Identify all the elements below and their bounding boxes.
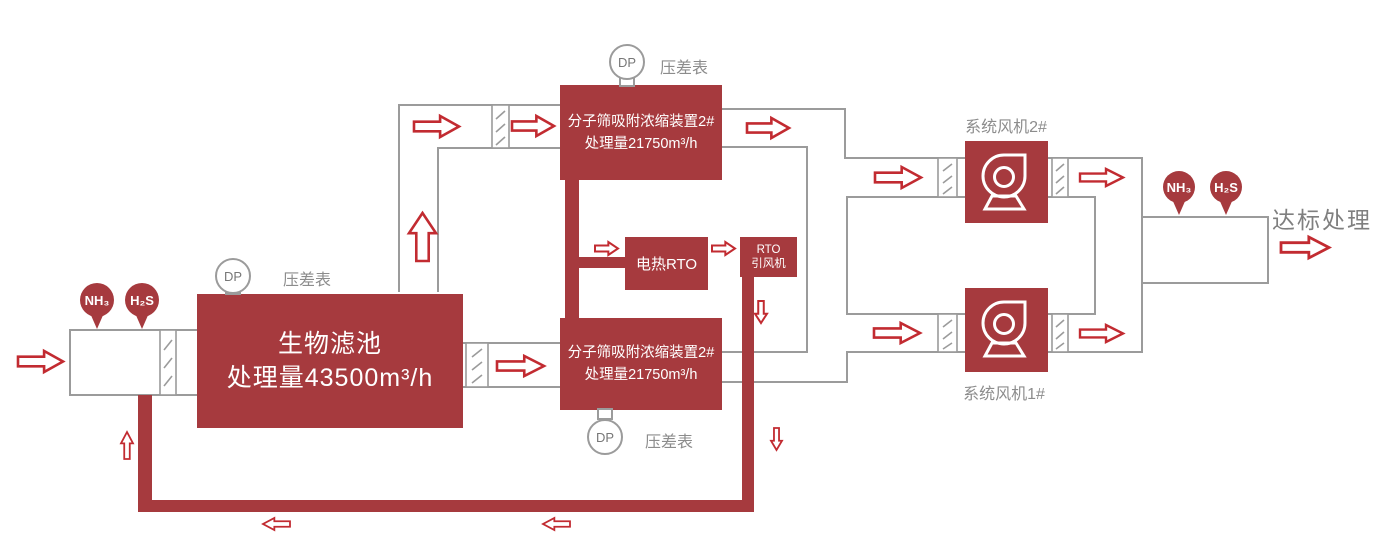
desorption-pipes <box>138 180 754 512</box>
duct-outlines <box>69 104 1269 396</box>
pipe-left-up <box>138 395 152 502</box>
equipment-boxes <box>197 85 1048 428</box>
arrow-final-outlet <box>1279 234 1333 261</box>
inlet-duct <box>69 329 197 396</box>
arrow-device-top-out <box>745 115 792 141</box>
fan-icon <box>981 153 1027 211</box>
rto-heater-box <box>625 237 708 290</box>
device-top-box <box>560 85 722 180</box>
arrow-fan1-in <box>872 320 923 346</box>
pin-outlet-h2s <box>1210 171 1242 215</box>
arrow-rto-to-fan <box>711 240 737 257</box>
arrow-riser-top-1 <box>412 113 462 140</box>
filter-biofilter-out <box>465 342 489 388</box>
dp-gauges <box>215 44 645 455</box>
arrow-fan2-out <box>1078 167 1126 188</box>
arrow-biofilter-out <box>495 353 547 379</box>
arrow-fan1-out <box>1078 323 1126 344</box>
fan2-box <box>965 141 1048 223</box>
arrow-riser-up <box>406 210 439 263</box>
sample-pins <box>80 171 1242 329</box>
dp-gauge-biofilter <box>215 258 251 295</box>
filter-fan2-out <box>1051 157 1069 198</box>
filter-inlet <box>159 329 177 396</box>
filter-riser <box>491 104 510 149</box>
flow-arrows <box>16 113 1333 532</box>
pipe-devices-vertical <box>565 180 579 318</box>
dp-gauge-device-top <box>609 44 645 87</box>
right-web-inner <box>722 146 808 353</box>
arrow-return-up <box>119 430 135 460</box>
arrow-return-down <box>769 427 784 452</box>
arrow-to-rto <box>594 240 620 257</box>
arrow-fan2-in <box>873 164 924 191</box>
rto-fan-box <box>740 237 797 277</box>
pin-outlet-nh3 <box>1163 171 1195 215</box>
device-bottom-box <box>560 318 722 410</box>
filter-fan1-out <box>1051 313 1069 353</box>
arrow-return-left-1 <box>261 516 291 532</box>
filter-fan2-in <box>937 157 958 198</box>
pin-inlet-h2s <box>125 283 159 329</box>
pipe-to-rto <box>579 257 625 268</box>
pin-inlet-nh3 <box>80 283 114 329</box>
filters <box>159 104 1069 396</box>
arrow-inlet <box>16 348 66 375</box>
pipe-bottom-return <box>138 500 754 512</box>
outlet-stack-box <box>1141 216 1269 284</box>
filter-fan1-in <box>937 313 958 353</box>
dp-gauge-device-bottom <box>587 408 623 455</box>
arrow-riser-top-2 <box>510 113 557 139</box>
arrow-return-left-2 <box>541 516 571 532</box>
arrow-rtofan-down <box>753 300 769 325</box>
biofilter-box <box>197 294 463 428</box>
pipe-rtofan-down <box>742 277 754 506</box>
